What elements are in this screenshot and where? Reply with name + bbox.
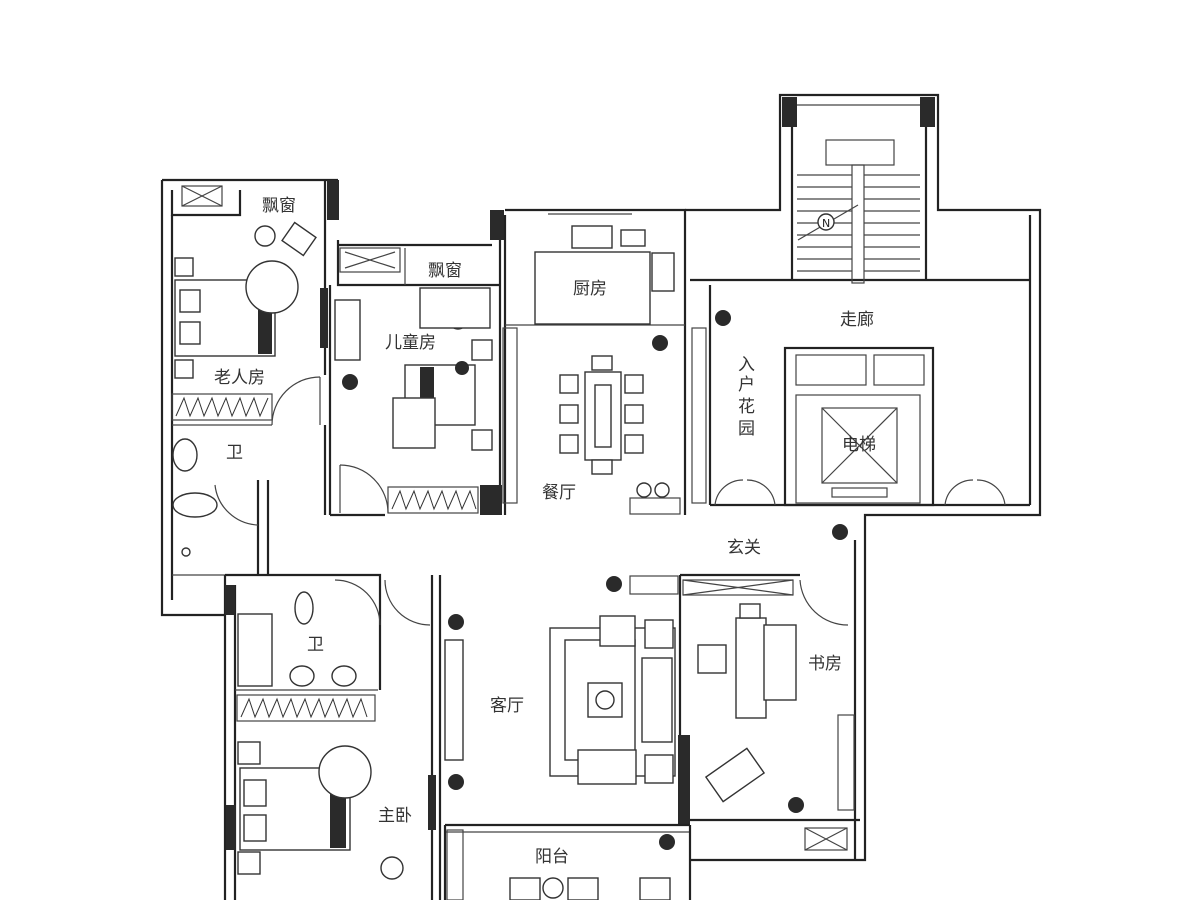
- doors: [214, 376, 1006, 626]
- label-entry-garden-1: 入: [738, 355, 755, 375]
- plant-icon: [715, 310, 731, 326]
- label-master-bedroom: 主卧: [378, 806, 412, 826]
- label-elder-room: 老人房: [214, 368, 265, 388]
- plant-icon: [832, 524, 848, 540]
- svg-text:N: N: [822, 217, 830, 230]
- furniture: [172, 221, 797, 900]
- label-living: 客厅: [490, 696, 524, 716]
- label-balcony: 阳台: [535, 847, 569, 867]
- label-kitchen: 厨房: [573, 279, 607, 299]
- plant-icon: [659, 834, 675, 850]
- plant-icon: [606, 576, 622, 592]
- plants: [342, 310, 848, 850]
- wardrobes: [171, 393, 479, 722]
- label-elevator: 电梯: [842, 435, 876, 455]
- label-foyer: 玄关: [727, 538, 761, 558]
- label-entry-garden-2: 户: [738, 375, 755, 395]
- plant-icon: [788, 797, 804, 813]
- plant-icon: [652, 335, 668, 351]
- plant-icon: [342, 374, 358, 390]
- label-dining: 餐厅: [542, 483, 576, 503]
- label-bay-window-2: 飘窗: [428, 261, 462, 281]
- label-bay-window-1: 飘窗: [262, 196, 296, 216]
- label-study: 书房: [808, 654, 842, 674]
- north-arrow-icon: N: [817, 213, 835, 231]
- label-entry-garden-4: 园: [738, 419, 755, 439]
- label-bathroom-2: 卫: [307, 635, 324, 655]
- label-children-room: 儿童房: [385, 333, 436, 353]
- plant-icon: [448, 614, 464, 630]
- room-labels: 飘窗 飘窗 厨房 走廊 儿童房 老人房 入 户 花 园 卫 餐厅 电梯 玄关 卫…: [214, 196, 876, 867]
- plant-icon: [448, 774, 464, 790]
- staircase: N: [797, 139, 920, 284]
- plant-icon: [455, 361, 469, 375]
- walls: [160, 93, 1042, 900]
- label-entry-garden-3: 花: [738, 397, 755, 417]
- label-corridor: 走廊: [840, 310, 874, 330]
- label-bathroom-1: 卫: [226, 443, 243, 463]
- windows: [181, 185, 855, 900]
